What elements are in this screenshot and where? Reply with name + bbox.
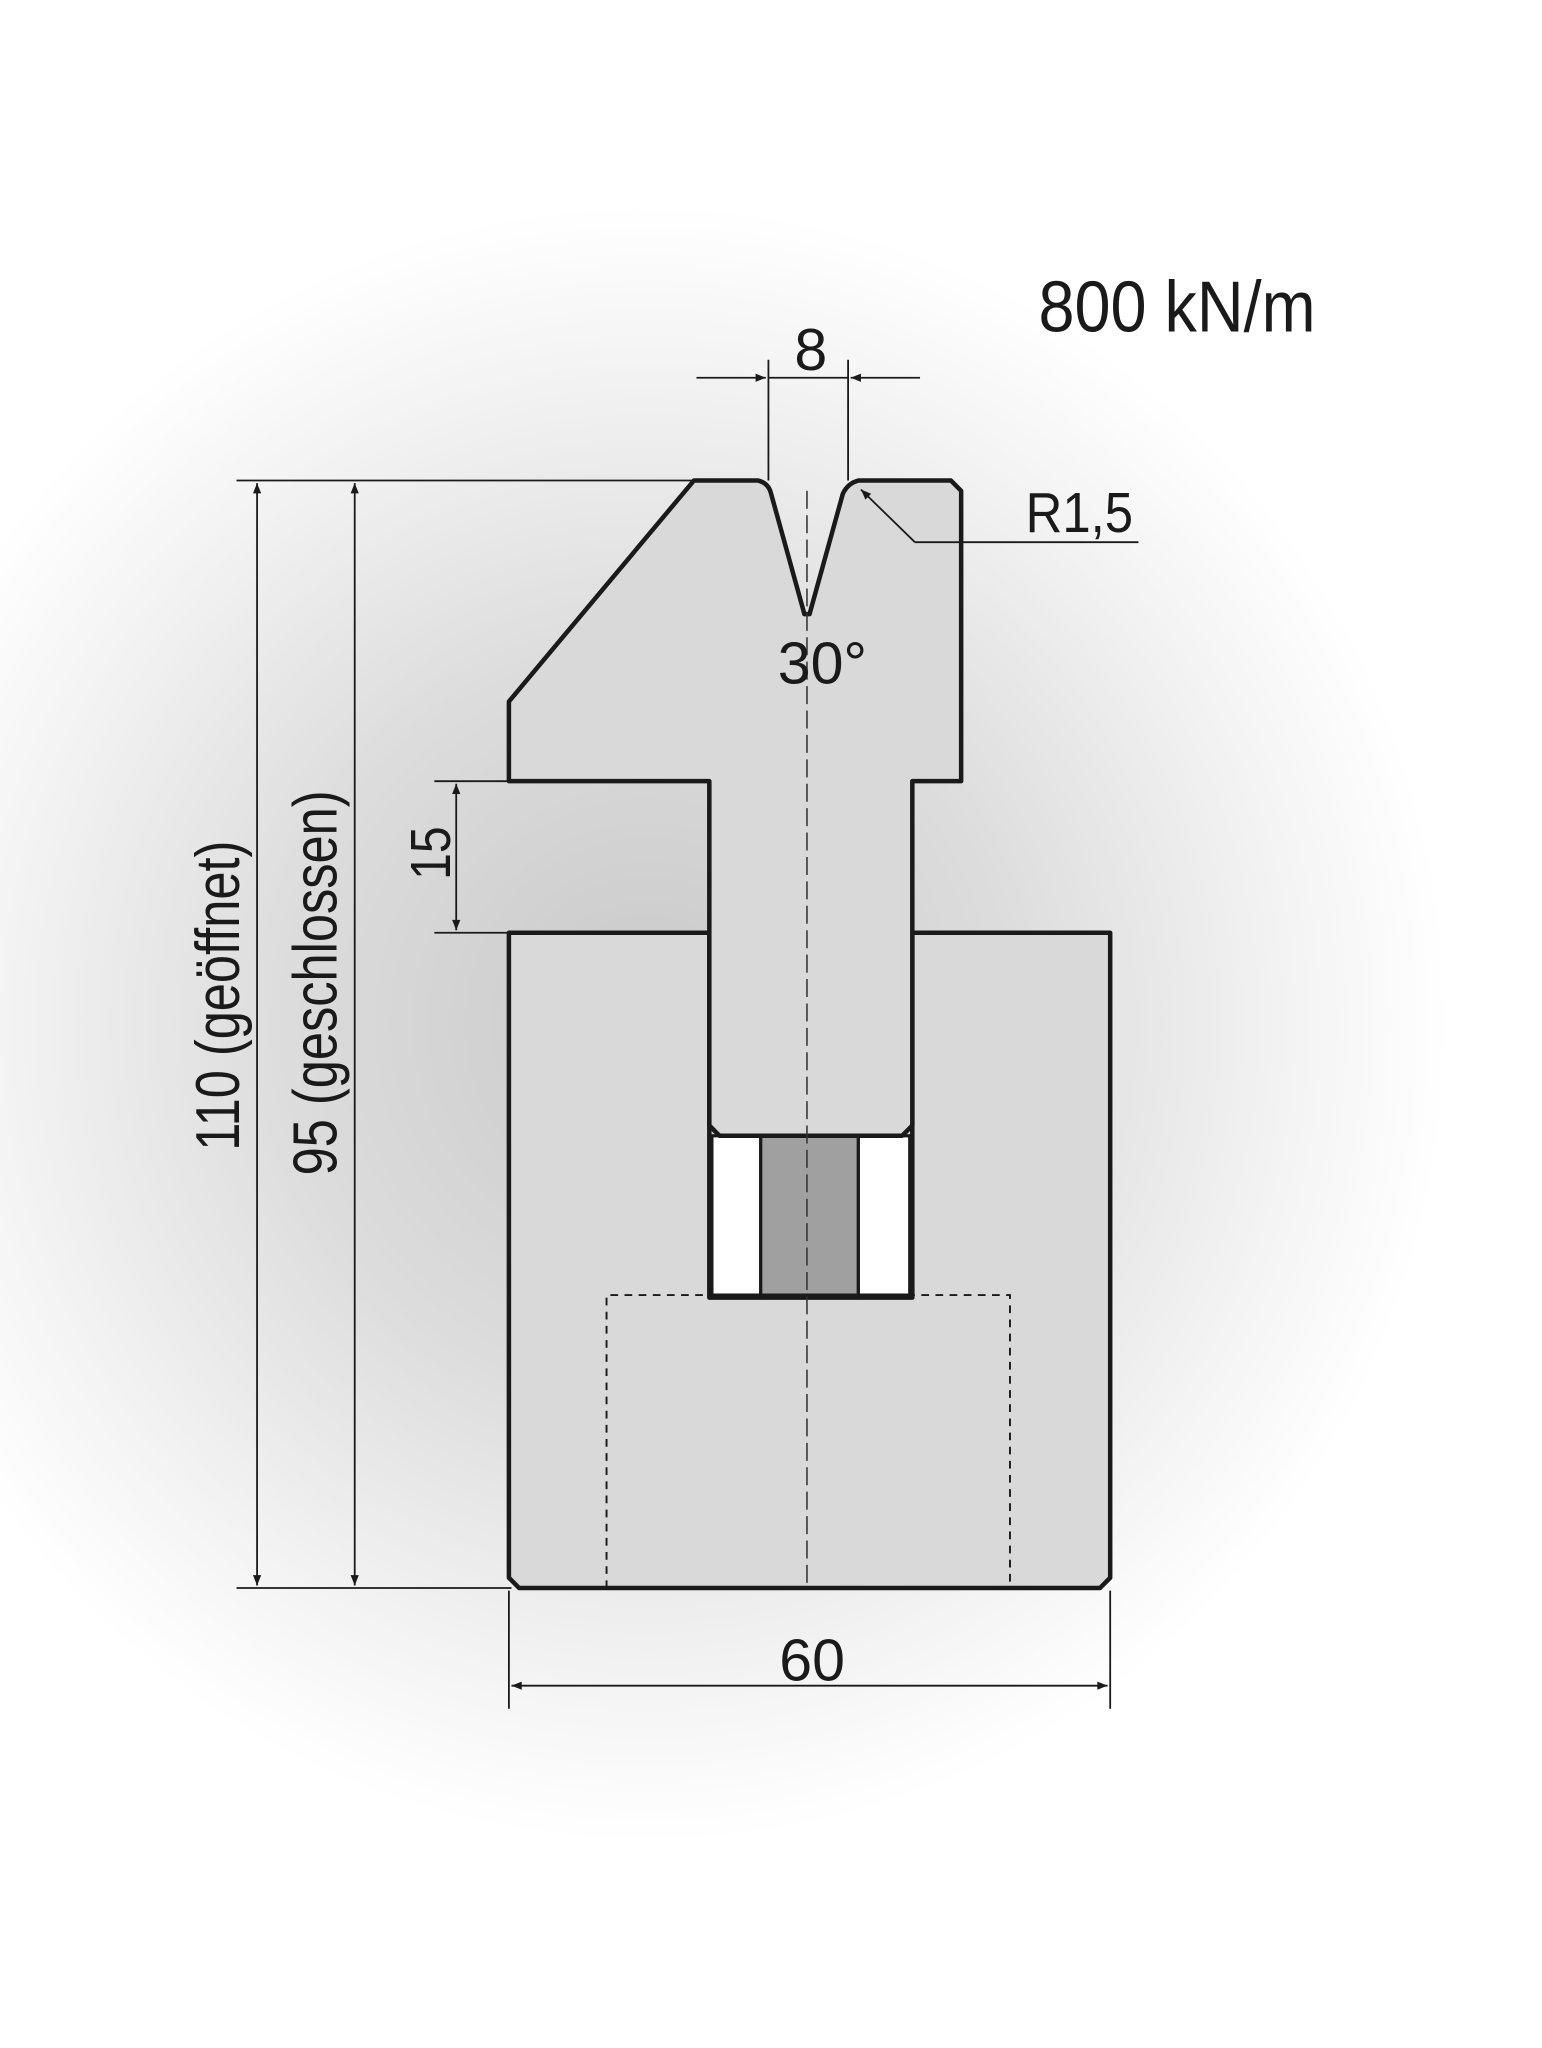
insert-right-spacer bbox=[856, 1134, 912, 1297]
width-label: 60 bbox=[779, 1627, 845, 1694]
height-closed-label: 95 (geschlossen) bbox=[281, 790, 350, 1175]
lower-die-body bbox=[506, 930, 1113, 1591]
radius-label: R1,5 bbox=[1026, 481, 1133, 544]
angle-label: 30° bbox=[778, 630, 867, 697]
radius-leader bbox=[860, 488, 916, 543]
insert-core bbox=[759, 1134, 860, 1297]
upper-tool-body bbox=[506, 478, 964, 1139]
height-open-label: 110 (geöffnet) bbox=[183, 841, 252, 1151]
insert-left-spacer bbox=[710, 1134, 763, 1297]
extension-lines bbox=[236, 359, 1139, 1709]
v-opening-label: 8 bbox=[794, 316, 827, 383]
force-rating-label: 800 kN/m bbox=[1038, 266, 1315, 347]
step-height-label: 15 bbox=[400, 826, 462, 879]
